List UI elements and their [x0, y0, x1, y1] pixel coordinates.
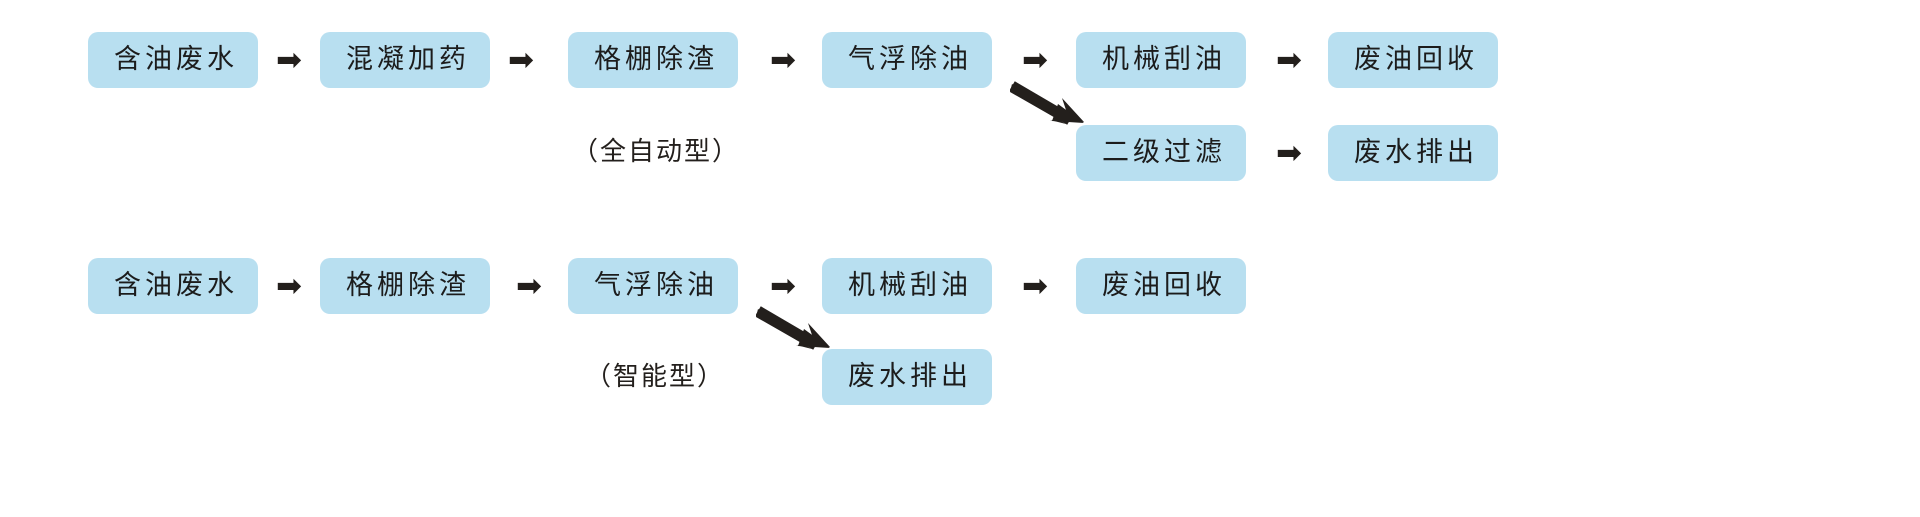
- process-node-oily-wastewater-1[interactable]: 含油废水: [88, 32, 258, 88]
- process-node-mechanical-oil-scraping-2[interactable]: 机械刮油: [822, 258, 992, 314]
- node-label: 气浮除油: [848, 43, 972, 74]
- process-node-wastewater-discharge-1[interactable]: 废水排出: [1328, 125, 1498, 181]
- arrow-right-icon: ➡: [1014, 44, 1056, 76]
- node-label: 二级过滤: [1102, 136, 1226, 167]
- arrow-glyph: ➡: [276, 267, 302, 304]
- process-node-air-flotation-deoiling-1[interactable]: 气浮除油: [822, 32, 992, 88]
- arrow-glyph: ➡: [276, 41, 302, 78]
- arrow-glyph: ➡: [1022, 41, 1048, 78]
- arrow-right-icon: ➡: [1268, 137, 1310, 169]
- arrow-glyph: ➡: [516, 267, 542, 304]
- node-label: 格棚除渣: [594, 43, 718, 74]
- process-node-oily-wastewater-2[interactable]: 含油废水: [88, 258, 258, 314]
- caption-text: （智能型）: [585, 361, 726, 391]
- arrow-right-icon: ➡: [500, 44, 542, 76]
- node-label: 混凝加药: [346, 43, 470, 74]
- node-label: 格棚除渣: [346, 269, 470, 300]
- node-label: 废油回收: [1354, 43, 1478, 74]
- node-label: 含油废水: [114, 43, 238, 74]
- process-node-air-flotation-deoiling-2[interactable]: 气浮除油: [568, 258, 738, 314]
- caption-text: （全自动型）: [572, 136, 741, 166]
- process-node-wastewater-discharge-2[interactable]: 废水排出: [822, 349, 992, 405]
- arrow-glyph: ➡: [1276, 41, 1302, 78]
- arrow-right-icon: ➡: [1014, 270, 1056, 302]
- process-node-grille-deslagging-2[interactable]: 格棚除渣: [320, 258, 490, 314]
- node-label: 气浮除油: [594, 269, 718, 300]
- node-label: 废水排出: [848, 360, 972, 391]
- process-node-waste-oil-recovery-1[interactable]: 废油回收: [1328, 32, 1498, 88]
- arrow-right-icon: ➡: [268, 44, 310, 76]
- arrow-glyph: ➡: [1276, 134, 1302, 171]
- node-label: 废水排出: [1354, 136, 1478, 167]
- arrow-right-icon: ➡: [268, 270, 310, 302]
- node-label: 机械刮油: [848, 269, 972, 300]
- arrow-glyph: ➡: [770, 41, 796, 78]
- process-node-coagulant-dosing[interactable]: 混凝加药: [320, 32, 490, 88]
- node-label: 机械刮油: [1102, 43, 1226, 74]
- arrow-glyph: ➡: [1022, 267, 1048, 304]
- row-caption-full-auto: （全自动型）: [572, 138, 740, 164]
- arrow-glyph: ➡: [508, 41, 534, 78]
- process-node-waste-oil-recovery-2[interactable]: 废油回收: [1076, 258, 1246, 314]
- node-label: 含油废水: [114, 269, 238, 300]
- arrow-right-icon: ➡: [508, 270, 550, 302]
- row-caption-smart: （智能型）: [585, 363, 725, 389]
- arrow-right-icon: ➡: [1268, 44, 1310, 76]
- process-node-secondary-filtration[interactable]: 二级过滤: [1076, 125, 1246, 181]
- arrow-right-icon: ➡: [762, 44, 804, 76]
- node-label: 废油回收: [1102, 269, 1226, 300]
- process-node-mechanical-oil-scraping-1[interactable]: 机械刮油: [1076, 32, 1246, 88]
- arrow-glyph: ➡: [770, 267, 796, 304]
- process-node-grille-deslagging-1[interactable]: 格棚除渣: [568, 32, 738, 88]
- arrow-right-icon: ➡: [762, 270, 804, 302]
